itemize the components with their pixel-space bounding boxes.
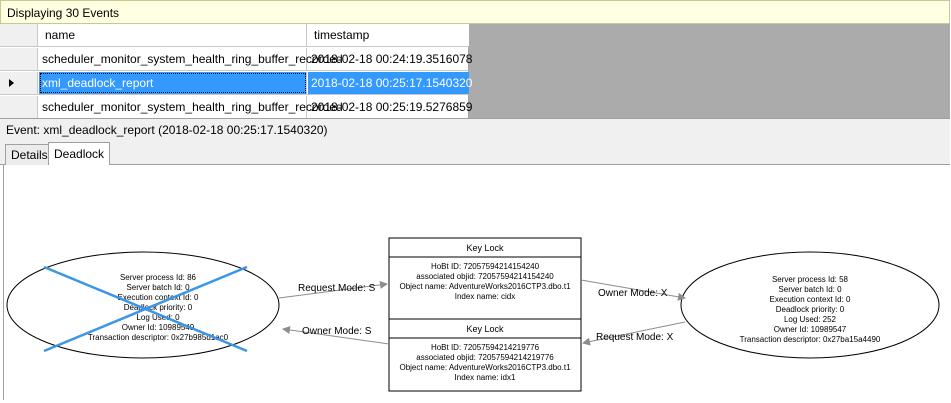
edge-left-request — [278, 280, 388, 299]
table-row[interactable]: scheduler_monitor_system_health_ring_buf… — [0, 96, 473, 119]
cell-name[interactable]: scheduler_monitor_system_health_ring_buf… — [39, 96, 343, 118]
process-left-line: Server process Id: 86 — [120, 273, 197, 282]
grid-header-row: name timestamp — [0, 24, 469, 47]
process-right-line: Deadlock priority: 0 — [776, 305, 845, 314]
process-left-line: Log Used: 0 — [136, 313, 180, 322]
details-tab-strip: Details Deadlock — [0, 140, 950, 166]
key-lock-node-top[interactable]: Key Lock HoBt ID: 72057594214154240 asso… — [388, 237, 582, 321]
edge-label-left-owner: Owner Mode: S — [302, 326, 372, 337]
process-left-line: Execution context Id: 0 — [118, 293, 199, 302]
key-lock-line: Index name: cidx — [455, 292, 515, 301]
event-details-label: Event: xml_deadlock_report (2018-02-18 0… — [0, 118, 950, 140]
process-right-line: Owner Id: 10989547 — [774, 325, 847, 334]
row-selector[interactable] — [0, 72, 38, 94]
row-header-corner — [0, 24, 38, 46]
key-lock-line: associated objid: 72057594214154240 — [416, 272, 554, 281]
victim-cross-line — [43, 265, 248, 353]
row-selector[interactable] — [0, 96, 38, 118]
process-left-line: Deadlock priority: 0 — [124, 303, 193, 312]
events-grid-area: name timestamp scheduler_monitor_system_… — [0, 24, 950, 119]
column-header-name[interactable]: name — [39, 24, 307, 46]
table-row-selected[interactable]: xml_deadlock_report 2018-02-18 00:25:17.… — [0, 72, 472, 95]
key-lock-line: HoBt ID: 72057594214219776 — [431, 343, 540, 352]
event-count-text: Displaying 30 Events — [7, 6, 120, 20]
tab-deadlock[interactable]: Deadlock — [48, 142, 111, 166]
process-right-line: Transaction descriptor: 0x27ba15a4490 — [740, 335, 881, 344]
column-header-timestamp[interactable]: timestamp — [314, 28, 370, 42]
deadlock-graph: Server process Id: 86 Server batch Id: 0… — [6, 237, 940, 392]
cell-name[interactable]: scheduler_monitor_system_health_ring_buf… — [39, 48, 343, 70]
events-grid: name timestamp scheduler_monitor_system_… — [0, 24, 473, 119]
key-lock-line: HoBt ID: 72057594214154240 — [431, 262, 540, 271]
process-left-line: Server batch Id: 0 — [126, 283, 190, 292]
process-right-line: Server batch Id: 0 — [778, 285, 842, 294]
edge-label-right-owner: Owner Mode: X — [598, 288, 668, 299]
key-lock-line: associated objid: 72057594214219776 — [416, 353, 554, 362]
edge-left-owner — [282, 326, 390, 345]
cell-name[interactable]: xml_deadlock_report — [39, 72, 307, 94]
edge-label-right-request: Request Mode: X — [596, 332, 674, 343]
cell-timestamp[interactable]: 2018-02-18 00:25:19.5276859 — [311, 100, 473, 114]
process-right-line: Log Used: 252 — [784, 315, 837, 324]
cell-timestamp[interactable]: 2018-02-18 00:25:17.1540320 — [308, 72, 472, 94]
process-right-line: Server process Id: 58 — [772, 275, 849, 284]
process-node-right[interactable]: Server process Id: 58 Server batch Id: 0… — [680, 251, 940, 359]
process-left-line: Owner Id: 10989549 — [122, 323, 195, 332]
tab-details[interactable]: Details — [5, 144, 54, 165]
key-lock-node-bottom[interactable]: Key Lock HoBt ID: 72057594214219776 asso… — [388, 318, 582, 392]
process-node-left[interactable]: Server process Id: 86 Server batch Id: 0… — [6, 251, 280, 359]
current-row-arrow-icon — [9, 79, 14, 87]
key-lock-line: Object name: AdventureWorks2016CTP3.dbo.… — [399, 363, 571, 372]
key-lock-title: Key Lock — [466, 243, 504, 253]
key-lock-line: Object name: AdventureWorks2016CTP3.dbo.… — [399, 282, 571, 291]
process-left-line: Transaction descriptor: 0x27b985d1ac0 — [88, 333, 229, 342]
event-count-bar: Displaying 30 Events — [0, 0, 950, 24]
key-lock-title: Key Lock — [466, 324, 504, 334]
event-title: Event: xml_deadlock_report (2018-02-18 0… — [6, 123, 328, 137]
key-lock-line: Index name: idx1 — [455, 373, 516, 382]
table-row[interactable]: scheduler_monitor_system_health_ring_buf… — [0, 48, 473, 71]
process-right-line: Execution context Id: 0 — [770, 295, 851, 304]
deadlock-graph-canvas[interactable]: Server process Id: 86 Server batch Id: 0… — [3, 165, 950, 400]
edge-right-request — [582, 321, 686, 346]
cell-timestamp[interactable]: 2018-02-18 00:24:19.3516078 — [311, 52, 473, 66]
edge-label-left-request: Request Mode: S — [298, 283, 376, 294]
edge-right-owner — [580, 279, 686, 301]
row-selector[interactable] — [0, 48, 38, 70]
